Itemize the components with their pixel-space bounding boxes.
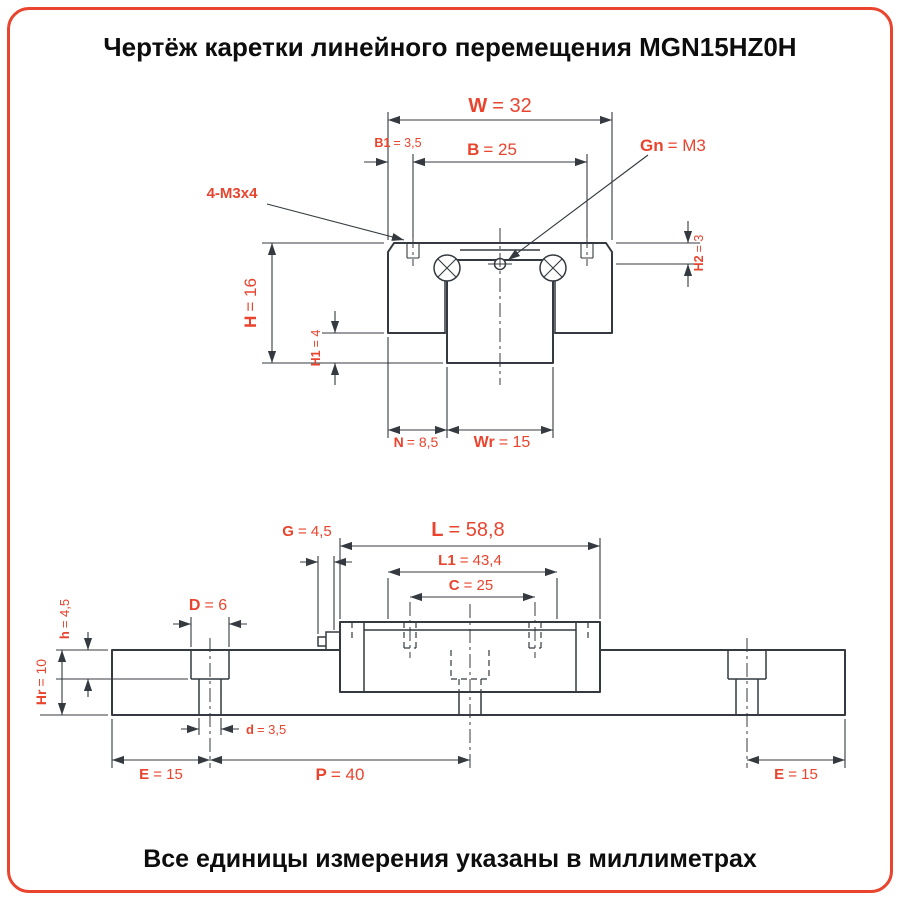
rail-hole-2-visible [458,692,482,715]
dim-gn-label: Gn= M3 [640,136,706,155]
dim-n-label: N= 8,5 [394,434,439,450]
dim-e-left-label: E= 15 [139,766,183,783]
leader-gn [507,154,649,261]
front-view: W= 32 B= 25 B1= 3,5 Gn= M3 4-M3x4 H= 16 … [207,95,706,451]
rail-hole-1 [190,650,230,715]
side-centerlines [209,602,748,768]
front-centerlines [412,228,588,385]
dim-h-small-label: h= 4,5 [57,599,72,639]
dim-h2-label: H2= 3 [692,235,706,272]
thread-callout-label: 4-M3x4 [207,185,259,202]
dim-wr-label: Wr= 15 [474,434,531,451]
side-view: G= 4,5 L= 58,8 L1= 43,4 C= 25 D= 6 h= 4,… [33,519,846,784]
page-title: Чертёж каретки линейного перемещения MGN… [103,32,797,62]
dim-l-label: L= 58,8 [431,519,504,541]
dim-b1-label: B1= 3,5 [374,136,421,150]
dim-b-label: B= 25 [467,140,517,159]
side-extension-lines [40,538,846,768]
rail-hole-2-hidden [450,650,490,692]
rail-hole-3 [727,650,767,715]
dim-d-label: D= 6 [189,597,227,614]
units-note: Все единицы измерения указаны в миллимет… [143,845,757,873]
dim-e-right-label: E= 15 [774,766,818,783]
grease-nipple [317,631,340,651]
mounting-thread-holes [406,243,594,259]
dim-h-label: H= 16 [241,278,260,328]
dim-g-label: G= 4,5 [282,523,331,540]
carriage-front-outline [387,242,613,334]
ball-bearing-right [539,254,567,282]
dim-p-label: P= 40 [316,765,365,784]
leader-4m3x4 [266,203,405,241]
cap-screw-marks [351,622,589,638]
dim-w-label: W= 32 [468,95,531,117]
dim-l1-label: L1= 43,4 [438,552,502,569]
rail-side-outline [111,649,846,716]
front-extension-lines [262,112,700,438]
ball-bearing-left [433,254,461,282]
dim-h1-label: H1= 4 [309,330,323,367]
dim-hr-label: Hr= 10 [33,659,49,705]
dim-c-label: C= 25 [449,577,493,594]
dim-d-small-label: d= 3,5 [246,722,286,737]
